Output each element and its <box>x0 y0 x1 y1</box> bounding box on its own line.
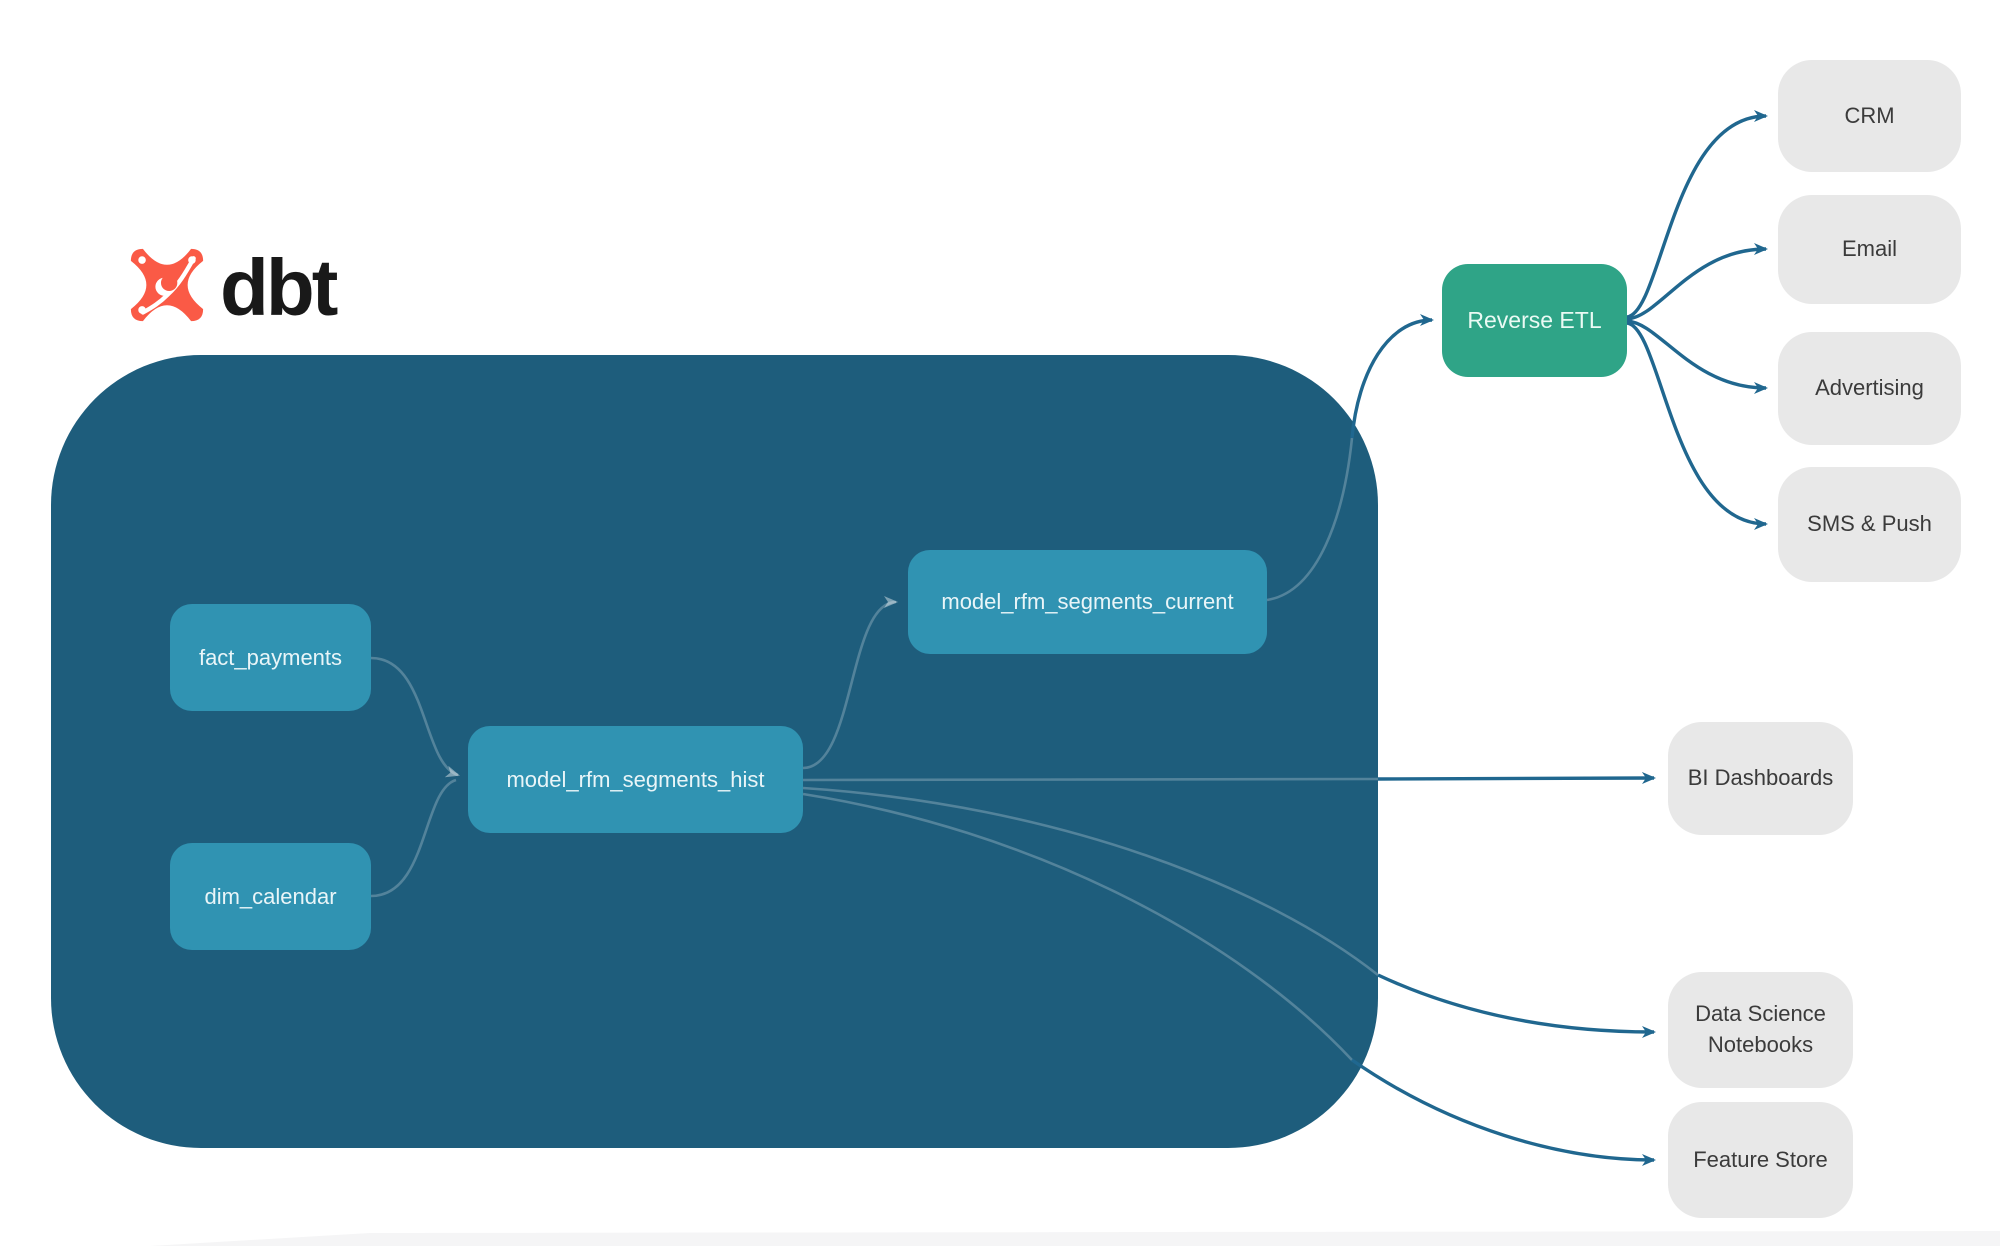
node-feature-store: Feature Store <box>1668 1102 1853 1218</box>
node-label: dim_calendar <box>204 883 337 909</box>
edge-fact-payments-to-hist <box>370 656 460 778</box>
dbt-logo: dbt <box>124 240 338 332</box>
edge-current-to-reverse-etl-inside <box>1266 437 1354 602</box>
edge-hist-to-bi-dashboards <box>1377 772 1656 785</box>
edge-hist-to-feature-store <box>1351 1058 1656 1166</box>
node-label: Advertising <box>1815 375 1924 401</box>
node-email: Email <box>1778 195 1961 304</box>
edge-hist-to-current <box>802 596 898 770</box>
node-label: BI Dashboards <box>1687 765 1834 791</box>
edge-reverse-etl-to-advertising <box>1626 319 1768 394</box>
node-label: Data Science Notebooks <box>1695 1001 1826 1057</box>
node-label: SMS & Push <box>1807 511 1932 537</box>
edge-hist-to-feature-store-inside <box>802 792 1353 1061</box>
node-label: CRM <box>1844 102 1895 128</box>
node-label: Feature Store <box>1693 1146 1828 1172</box>
node-label: Email <box>1841 236 1897 262</box>
edge-hist-to-data-science <box>1377 973 1656 1038</box>
dbt-wordmark: dbt <box>220 243 338 332</box>
dbt-star-icon <box>130 248 204 322</box>
node-model-rfm-segments-hist: model_rfm_segments_hist <box>468 726 803 833</box>
bottom-page-edge <box>150 1231 2000 1246</box>
edge-current-to-reverse-etl <box>1350 314 1434 439</box>
node-data-science-notebooks: Data Science Notebooks <box>1668 972 1853 1088</box>
node-bi-dashboards: BI Dashboards <box>1668 722 1853 835</box>
node-label: model_rfm_segments_current <box>941 589 1234 614</box>
node-model-rfm-segments-current: model_rfm_segments_current <box>908 550 1267 654</box>
node-crm: CRM <box>1778 60 1961 172</box>
edge-hist-to-data-science-inside <box>802 786 1379 977</box>
node-sms-push: SMS & Push <box>1778 467 1961 582</box>
edge-reverse-etl-to-email <box>1626 243 1768 321</box>
node-label: fact_payments <box>198 644 343 670</box>
node-label: Reverse ETL <box>1467 307 1602 333</box>
edge-dim-calendar-to-hist <box>370 778 457 898</box>
node-fact-payments: fact_payments <box>170 604 371 711</box>
edge-reverse-etl-to-crm <box>1626 110 1768 319</box>
node-label: model_rfm_segments_hist <box>506 766 765 792</box>
node-advertising: Advertising <box>1778 332 1961 445</box>
edge-hist-to-bi-inside <box>802 777 1379 782</box>
node-dim-calendar: dim_calendar <box>170 843 371 950</box>
node-reverse-etl: Reverse ETL <box>1442 264 1627 377</box>
edge-reverse-etl-to-sms-push <box>1626 321 1768 530</box>
